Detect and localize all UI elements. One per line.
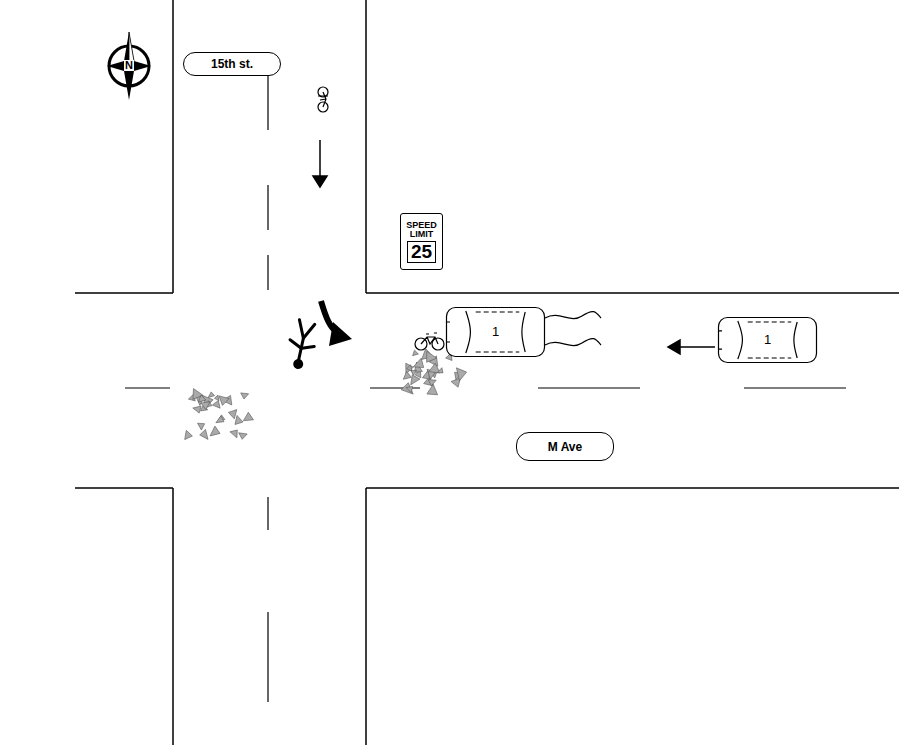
- debris-piece: [185, 430, 193, 439]
- bicycle-icon: [318, 87, 328, 112]
- debris-piece: [212, 400, 220, 408]
- debris-piece: [219, 396, 229, 406]
- vehicle-number: 1: [762, 333, 773, 347]
- person-figure: [282, 318, 321, 370]
- debris-piece: [407, 365, 412, 371]
- compass-letter: N: [124, 60, 134, 71]
- debris-piece: [198, 395, 206, 402]
- debris-piece: [216, 416, 224, 423]
- debris-piece: [228, 410, 236, 419]
- curved-arrow: [321, 301, 352, 346]
- debris-piece: [422, 371, 429, 379]
- debris-piece: [403, 371, 411, 379]
- debris-piece: [411, 375, 420, 385]
- skid-marks: [545, 312, 601, 346]
- debris-piece: [406, 386, 413, 392]
- debris-piece: [413, 358, 423, 367]
- vehicle-1-crashed: 1: [446, 307, 545, 357]
- debris-piece: [235, 415, 243, 424]
- travel-arrow: [313, 140, 327, 187]
- crashed-bicycle: [415, 333, 444, 350]
- road-edges: [75, 0, 899, 745]
- debris-piece: [215, 395, 220, 401]
- debris-piece: [428, 380, 436, 386]
- sign-text: 25: [407, 241, 436, 263]
- travel-arrow: [668, 340, 715, 354]
- vehicle-1-approach: 1: [718, 317, 817, 363]
- center-lines: [125, 75, 846, 702]
- debris-piece: [241, 393, 249, 399]
- sign-text: SPEED LIMIT: [405, 221, 439, 239]
- debris-piece: [413, 350, 419, 356]
- speed-limit-sign: SPEED LIMIT 25: [400, 213, 443, 270]
- debris-piece: [230, 430, 237, 438]
- debris-field: [185, 349, 467, 440]
- debris-piece: [239, 433, 248, 440]
- debris-piece: [427, 351, 437, 362]
- debris-piece: [437, 368, 443, 373]
- street-name-label: M Ave: [516, 432, 614, 461]
- street-name-label: 15th st.: [183, 52, 281, 76]
- debris-piece: [243, 412, 253, 420]
- debris-piece: [193, 406, 201, 413]
- vehicle-number: 1: [490, 325, 501, 339]
- debris-piece: [201, 402, 210, 410]
- north-compass: [107, 32, 151, 100]
- street-name: 15th st.: [211, 57, 253, 71]
- street-name: M Ave: [548, 440, 582, 454]
- debris-piece: [200, 429, 208, 439]
- debris-piece: [427, 384, 438, 395]
- debris-piece: [198, 423, 205, 430]
- debris-piece: [210, 426, 220, 436]
- debris-piece: [456, 368, 466, 381]
- debris-piece: [208, 392, 214, 398]
